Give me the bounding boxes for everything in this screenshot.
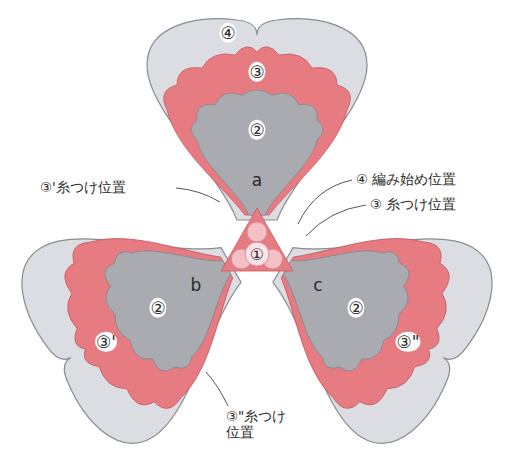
part-letter: a <box>252 170 262 190</box>
position-note: ③'糸つけ位置 <box>40 179 126 195</box>
center-ring <box>245 242 269 266</box>
leader-lines <box>176 180 366 406</box>
leader-line <box>306 205 366 236</box>
callout-number: ② <box>248 120 265 140</box>
center-band <box>221 208 293 271</box>
flower <box>2 19 512 461</box>
position-note: ④ 編み始め位置 <box>356 171 456 187</box>
center-ring <box>247 222 267 242</box>
position-note: ③ 糸つけ位置 <box>370 196 456 212</box>
part-letter: c <box>313 275 322 295</box>
leader-line <box>298 180 352 224</box>
leader-line <box>206 372 228 406</box>
callout-number: ③" <box>395 332 420 352</box>
petal-a <box>147 19 367 220</box>
callout-number: ③ <box>248 62 265 82</box>
part-letter: b <box>191 275 202 295</box>
callout-number: ④ <box>219 23 236 43</box>
leader-line <box>176 188 220 202</box>
callout-number: ② <box>347 298 364 318</box>
callout-number: ② <box>149 298 166 318</box>
callout-number: ③' <box>95 332 117 352</box>
position-note: ③"糸つけ位置 <box>226 408 298 440</box>
callout-number: ① <box>250 245 264 264</box>
